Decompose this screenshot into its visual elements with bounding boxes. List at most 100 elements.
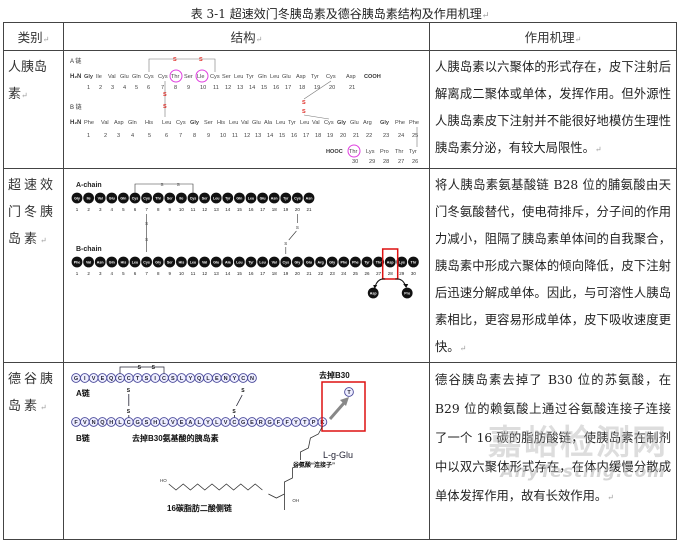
svg-text:12: 12 <box>225 85 231 91</box>
svg-text:G: G <box>267 420 271 426</box>
svg-text:9: 9 <box>169 207 172 212</box>
svg-text:21: 21 <box>353 133 359 139</box>
svg-text:Ser: Ser <box>167 197 173 201</box>
svg-text:Cys: Cys <box>294 197 301 201</box>
svg-text:E: E <box>101 376 105 382</box>
svg-text:Cys: Cys <box>190 197 197 201</box>
svg-text:His: His <box>121 261 127 265</box>
svg-text:Phe: Phe <box>341 261 348 265</box>
svg-text:Cys: Cys <box>158 74 168 80</box>
svg-text:V: V <box>92 376 96 382</box>
svg-text:Glu: Glu <box>350 120 359 126</box>
svg-text:18: 18 <box>272 207 278 212</box>
svg-text:Ser: Ser <box>167 261 173 265</box>
svg-text:11: 11 <box>191 271 196 276</box>
header-category: 类别↵ <box>3 22 64 51</box>
svg-text:4: 4 <box>123 85 126 91</box>
svg-text:His: His <box>217 120 225 126</box>
svg-text:T: T <box>303 420 307 426</box>
svg-text:Leu: Leu <box>259 261 265 265</box>
svg-text:S: S <box>138 365 142 371</box>
header-structure: 结构↵ <box>63 22 430 51</box>
svg-text:N: N <box>224 376 228 382</box>
svg-text:13: 13 <box>255 133 261 139</box>
svg-text:6: 6 <box>134 271 137 276</box>
svg-text:14: 14 <box>225 207 231 212</box>
svg-text:S: S <box>152 365 156 371</box>
aspart-structure-diagram: A-chainGly1Ile2Val3Glu4Gln5Cys6Cys7Thr8S… <box>71 182 419 299</box>
svg-text:Ser: Ser <box>222 74 231 80</box>
table-caption: 表 3-1 超速效门冬胰岛素及德谷胰岛素结构及作用机理↵ <box>190 7 490 21</box>
svg-text:23: 23 <box>383 133 389 139</box>
svg-text:Gly: Gly <box>380 120 390 126</box>
svg-text:Glu: Glu <box>109 197 115 201</box>
svg-text:F: F <box>74 420 78 426</box>
header-mechanism: 作用机理↵ <box>429 22 677 51</box>
svg-text:Tyr: Tyr <box>283 197 289 201</box>
svg-text:Lle: Lle <box>197 74 204 80</box>
svg-text:Asp: Asp <box>114 120 124 126</box>
svg-text:Ile: Ile <box>87 197 91 201</box>
svg-text:Asp: Asp <box>387 261 395 265</box>
svg-text:15: 15 <box>237 207 243 212</box>
svg-text:20: 20 <box>295 207 301 212</box>
svg-text:Phe: Phe <box>84 120 94 126</box>
svg-text:V: V <box>83 420 87 426</box>
svg-text:20: 20 <box>295 271 301 276</box>
svg-text:19: 19 <box>283 271 289 276</box>
svg-text:Pro: Pro <box>404 292 411 296</box>
svg-text:S: S <box>284 241 287 246</box>
svg-text:C: C <box>162 376 166 382</box>
svg-text:S: S <box>171 376 175 382</box>
svg-text:Ile: Ile <box>179 197 183 201</box>
svg-text:V: V <box>171 420 175 426</box>
svg-text:A链: A链 <box>76 388 91 398</box>
svg-text:Arg: Arg <box>317 261 323 265</box>
svg-text:G: G <box>241 420 245 426</box>
svg-text:L: L <box>162 420 166 426</box>
svg-text:Glu: Glu <box>260 197 266 201</box>
svg-text:1: 1 <box>76 207 79 212</box>
svg-text:S: S <box>199 57 203 63</box>
svg-text:F: F <box>277 420 281 426</box>
svg-text:8: 8 <box>193 133 196 139</box>
svg-text:Cys: Cys <box>210 74 220 80</box>
svg-text:E: E <box>250 420 254 426</box>
svg-text:Ser: Ser <box>184 74 193 80</box>
svg-text:Asn: Asn <box>306 197 313 201</box>
svg-text:6: 6 <box>147 85 150 91</box>
svg-text:E: E <box>215 376 219 382</box>
svg-text:29: 29 <box>399 271 405 276</box>
svg-text:Leu: Leu <box>270 74 279 80</box>
svg-text:7: 7 <box>145 271 148 276</box>
svg-text:2: 2 <box>99 85 102 91</box>
svg-text:28: 28 <box>383 159 389 164</box>
mechanism-cell: 将人胰岛素氨基酸链 B28 位的脯氨酸由天门冬氨酸替代，使电荷排斥，分子间的作用… <box>429 168 677 363</box>
svg-text:Thr: Thr <box>411 261 417 265</box>
svg-text:A 链: A 链 <box>70 57 81 65</box>
svg-text:His: His <box>179 261 185 265</box>
svg-text:L: L <box>206 376 210 382</box>
svg-text:P: P <box>312 420 316 426</box>
svg-text:Thr: Thr <box>395 149 404 155</box>
svg-text:23: 23 <box>330 271 336 276</box>
svg-text:H: H <box>153 420 157 426</box>
svg-text:Lys: Lys <box>399 261 405 265</box>
svg-text:I: I <box>84 376 86 382</box>
svg-text:Leu: Leu <box>234 74 243 80</box>
svg-text:17: 17 <box>303 133 309 139</box>
svg-text:Gln: Gln <box>258 74 267 80</box>
svg-text:10: 10 <box>220 133 226 139</box>
svg-text:Tyr: Tyr <box>409 149 417 155</box>
table-header-row: 类别↵ 结构↵ 作用机理↵ <box>3 22 677 51</box>
svg-text:Gly: Gly <box>329 261 335 265</box>
svg-text:S: S <box>163 104 167 110</box>
svg-text:21: 21 <box>306 271 312 276</box>
svg-text:Pro: Pro <box>380 149 389 155</box>
svg-text:14: 14 <box>249 85 255 91</box>
svg-text:16: 16 <box>248 271 254 276</box>
svg-text:8: 8 <box>157 271 160 276</box>
svg-text:16: 16 <box>248 207 254 212</box>
